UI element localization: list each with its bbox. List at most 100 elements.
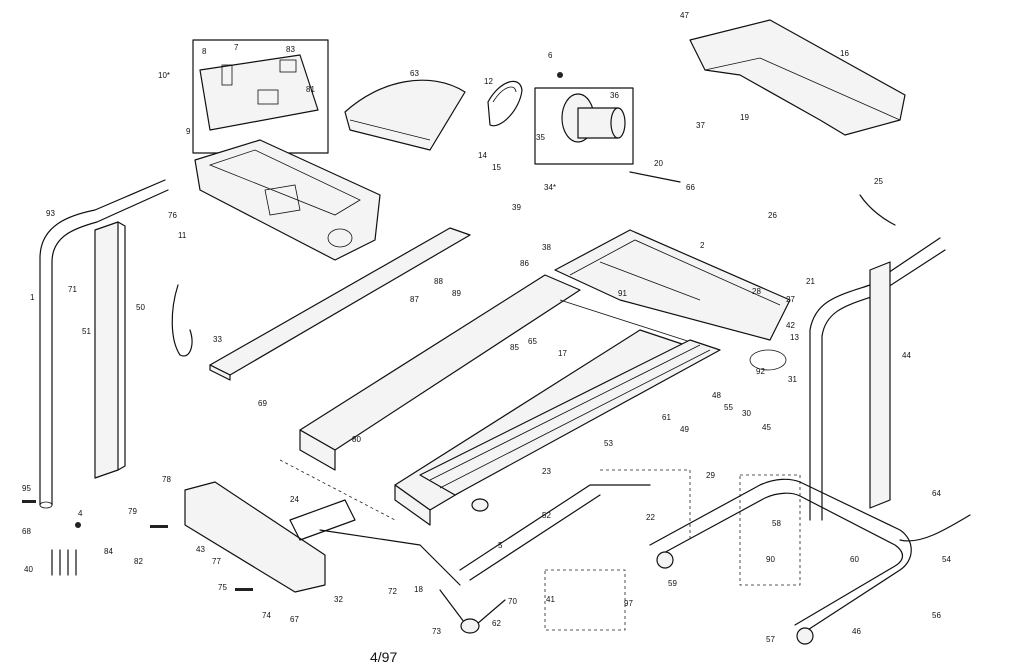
- incline-assembly: [184, 481, 651, 631]
- console-inset: [192, 39, 329, 154]
- part-label: 33: [213, 335, 222, 344]
- part-label: 63: [410, 69, 419, 78]
- part-label: 48: [712, 391, 721, 400]
- part-label: 5: [498, 541, 503, 550]
- part-labels: 1 2 4 5 6 7 8 9 10* 11 12 13 14 15 16 17…: [22, 11, 951, 644]
- part-label: 86: [520, 259, 529, 268]
- part-label: 14: [478, 151, 487, 160]
- main-frame: [299, 274, 701, 526]
- part-label: 81: [306, 85, 315, 94]
- base-frame: [649, 478, 912, 636]
- leader-boxes: [279, 459, 801, 631]
- part-label: 92: [756, 367, 765, 376]
- part-label: 10*: [158, 71, 170, 80]
- part-label: 57: [766, 635, 775, 644]
- motor-inset: [534, 87, 634, 165]
- part-label: 49: [680, 425, 689, 434]
- part-label: 26: [768, 211, 777, 220]
- deck-rail: [419, 339, 721, 496]
- part-label: 25: [874, 177, 883, 186]
- part-label: 29: [706, 471, 715, 480]
- motor-hood: [344, 79, 466, 151]
- part-label: 47: [680, 11, 689, 20]
- part-label: 2: [700, 241, 705, 250]
- part-label: 4: [78, 509, 83, 518]
- part-label: 13: [790, 333, 799, 342]
- part-label: 56: [932, 611, 941, 620]
- part-label: 39: [512, 203, 521, 212]
- hardware-bolts: [22, 72, 681, 591]
- part-label: 89: [452, 289, 461, 298]
- part-label: 70: [508, 597, 517, 606]
- right-upright: [809, 237, 946, 521]
- part-label: 75: [218, 583, 227, 592]
- part-label: 42: [786, 321, 795, 330]
- part-label: 52: [542, 511, 551, 520]
- part-label: 59: [668, 579, 677, 588]
- part-label: 66: [686, 183, 695, 192]
- part-label: 30: [742, 409, 751, 418]
- part-label: 6: [548, 51, 553, 60]
- part-label: 7: [234, 43, 239, 52]
- part-label: 85: [510, 343, 519, 352]
- part-label: 19: [740, 113, 749, 122]
- part-label: 27: [786, 295, 795, 304]
- part-label: 91: [618, 289, 627, 298]
- part-label: 67: [290, 615, 299, 624]
- part-label: 41: [546, 595, 555, 604]
- part-label: 22: [646, 513, 655, 522]
- part-label: 50: [136, 303, 145, 312]
- part-label: 35: [536, 133, 545, 142]
- part-label: 32: [334, 595, 343, 604]
- part-label: 31: [788, 375, 797, 384]
- part-label: 34*: [544, 183, 556, 192]
- part-label: 76: [168, 211, 177, 220]
- part-label: 38: [542, 243, 551, 252]
- part-label: 77: [212, 557, 221, 566]
- part-label: 18: [414, 585, 423, 594]
- cables: [171, 194, 971, 542]
- part-label: 64: [932, 489, 941, 498]
- part-label: 11: [178, 231, 187, 240]
- part-label: 23: [542, 467, 551, 476]
- part-label: 83: [286, 45, 295, 54]
- part-label: 44: [902, 351, 911, 360]
- part-label: 21: [806, 277, 815, 286]
- part-label: 79: [128, 507, 137, 516]
- part-label: 8: [202, 47, 207, 56]
- part-label: 20: [654, 159, 663, 168]
- side-rail: [209, 227, 471, 381]
- part-label: 88: [434, 277, 443, 286]
- part-label: 93: [46, 209, 55, 218]
- part-label: 80: [352, 435, 361, 444]
- part-label: 45: [762, 423, 771, 432]
- part-label: 84: [104, 547, 113, 556]
- part-label: 72: [388, 587, 397, 596]
- part-label: 53: [604, 439, 613, 448]
- part-label: 97: [624, 599, 633, 608]
- part-label: 87: [410, 295, 419, 304]
- part-label: 12: [484, 77, 493, 86]
- part-label: 68: [22, 527, 31, 536]
- wheels: [460, 498, 814, 645]
- part-label: 51: [82, 327, 91, 336]
- part-label: 73: [432, 627, 441, 636]
- part-label: 28: [752, 287, 761, 296]
- left-upright: [39, 179, 169, 509]
- part-label: 60: [850, 555, 859, 564]
- part-label: 24: [290, 495, 299, 504]
- upper-hood: [689, 19, 906, 136]
- part-label: 69: [258, 399, 267, 408]
- part-label: 54: [942, 555, 951, 564]
- part-label: 46: [852, 627, 861, 636]
- front-tray: [554, 229, 791, 341]
- console-housing: [194, 139, 381, 261]
- part-label: 36: [610, 91, 619, 100]
- part-label: 15: [492, 163, 501, 172]
- part-label: 16: [840, 49, 849, 58]
- part-label: 61: [662, 413, 671, 422]
- part-label: 58: [772, 519, 781, 528]
- part-label: 95: [22, 484, 31, 493]
- part-label: 55: [724, 403, 733, 412]
